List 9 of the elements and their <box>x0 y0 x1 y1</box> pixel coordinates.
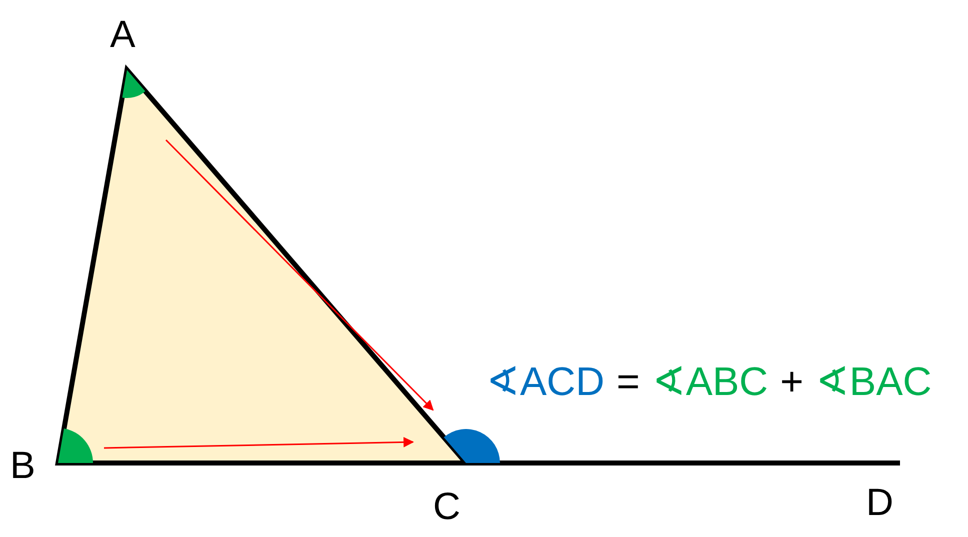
point-label: C <box>433 488 460 526</box>
point-label: A <box>110 16 136 54</box>
angle-term: ∢BAC <box>815 362 932 402</box>
angle-term: ∢ABC <box>652 362 768 402</box>
point-label: B <box>10 447 36 485</box>
plus-sign: + <box>780 362 804 402</box>
angle-term: ∢ACD <box>486 362 604 402</box>
point-label: D <box>866 484 894 522</box>
equals-sign: = <box>616 362 640 402</box>
